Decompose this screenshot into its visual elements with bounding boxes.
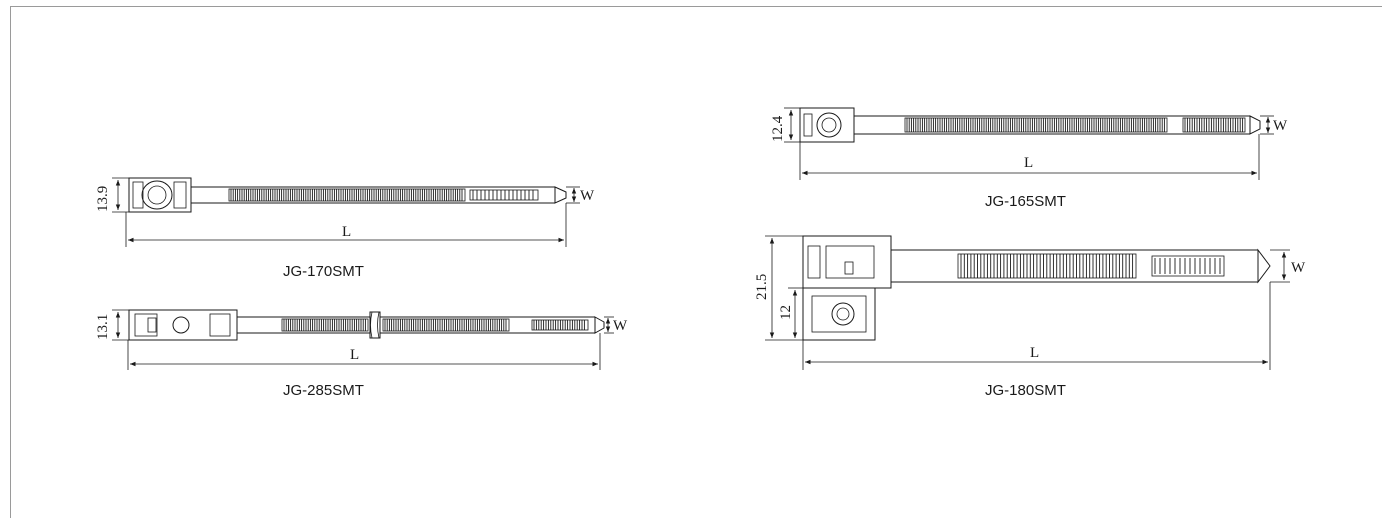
cable-tie-jg-285smt: 13.1 W L JG-285SMT [95, 309, 628, 399]
mount-hole [141, 180, 173, 210]
cable-tie-jg-180smt: 21.5 12 W L JG-180SMT [754, 235, 1306, 399]
cable-tie-jg-165smt: 12.4 W L JG-165SMT [770, 107, 1288, 210]
strap-ribs [906, 118, 1244, 132]
mount-base [802, 287, 876, 341]
head-height-dim: 13.9 [95, 186, 111, 212]
mount-hole [831, 302, 855, 326]
width-dim: W [1273, 118, 1288, 134]
length-dim: L [1024, 155, 1033, 171]
strap-ribs [230, 189, 463, 201]
head-height-dim: 21.5 [754, 274, 770, 300]
length-dim: L [350, 347, 359, 363]
model-caption: JG-285SMT [283, 382, 364, 399]
tie-head [128, 177, 192, 213]
strap-ribs [472, 190, 534, 200]
model-caption: JG-165SMT [985, 193, 1066, 210]
mount-hole [816, 112, 842, 138]
model-caption: JG-180SMT [985, 382, 1066, 399]
head-height-dim: 12.4 [770, 115, 786, 142]
strap-ribs [960, 254, 1221, 278]
width-dim: W [580, 188, 595, 204]
tie-head [128, 309, 238, 341]
base-height-dim: 12 [778, 305, 794, 320]
mount-hole [172, 316, 190, 334]
cable-tie-jg-170smt: 13.9 W L JG-170SMT [95, 177, 595, 280]
drawing-frame [10, 6, 1382, 518]
strap-ribs [283, 319, 585, 331]
width-dim: W [1291, 260, 1306, 276]
length-dim: L [1030, 345, 1039, 361]
width-dim: W [613, 318, 628, 334]
head-height-dim: 13.1 [95, 314, 111, 340]
length-dim: L [342, 224, 351, 240]
model-caption: JG-170SMT [283, 263, 364, 280]
